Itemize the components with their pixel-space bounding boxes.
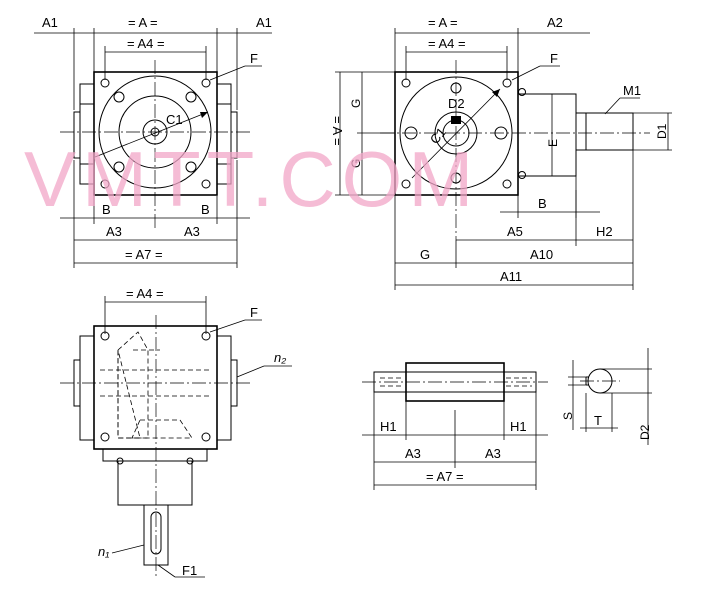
bottom-view-labels: = A4 = F n₂ n₁ F1 xyxy=(98,286,286,578)
label-a11: A11 xyxy=(500,269,522,284)
label-h1-left: H1 xyxy=(380,419,397,434)
label-a-vertical: = A = xyxy=(330,116,345,146)
front-view-dimensions xyxy=(34,28,272,268)
label-h2: H2 xyxy=(596,224,613,239)
label-b-side: B xyxy=(538,196,547,211)
label-a3-shaft-right: A3 xyxy=(485,446,501,461)
label-a3-right: A3 xyxy=(184,224,200,239)
watermark: VMTT.COM xyxy=(24,135,479,223)
front-view-labels: A1 = A = A1 = A4 = F C1 B B A3 A3 = A7 = xyxy=(42,15,272,262)
label-g-top: G xyxy=(349,99,363,108)
bottom-view xyxy=(60,296,292,578)
label-n2: n₂ xyxy=(274,350,286,365)
label-t: T xyxy=(594,413,602,428)
label-m1: M1 xyxy=(623,83,641,98)
label-s: S xyxy=(561,412,575,420)
label-a1-left: A1 xyxy=(42,15,58,30)
label-b-left: B xyxy=(102,202,111,217)
label-f-side: F xyxy=(550,51,558,66)
label-a7-shaft: = A7 = xyxy=(426,469,464,484)
label-g-horizontal: G xyxy=(420,247,430,262)
side-view-dimensions xyxy=(335,28,672,290)
label-d1: D1 xyxy=(655,123,669,139)
label-b-right: B xyxy=(201,202,210,217)
side-view-labels: = A = A2 = A4 = F M1 D2 C1 = A = G G E D… xyxy=(330,15,669,284)
label-a7: = A7 = xyxy=(125,247,163,262)
label-a4-bottom: = A4 = xyxy=(126,286,164,301)
label-f-bottom: F xyxy=(250,305,258,320)
label-d2-shaft: D2 xyxy=(638,424,652,440)
label-a10: A10 xyxy=(530,247,553,262)
front-view xyxy=(60,60,262,230)
label-a: = A = xyxy=(128,15,158,30)
label-a3-left: A3 xyxy=(106,224,122,239)
label-a4: = A4 = xyxy=(127,36,165,51)
side-view xyxy=(380,60,650,240)
shaft-detail-labels: H1 H1 A3 A3 = A7 = S T D2 xyxy=(380,412,652,484)
label-a1-right: A1 xyxy=(256,15,272,30)
label-e: E xyxy=(546,139,560,147)
label-f1: F1 xyxy=(182,563,197,578)
label-a4-side: = A4 = xyxy=(428,36,466,51)
label-f: F xyxy=(250,51,258,66)
label-d2-side: D2 xyxy=(448,96,465,111)
label-a3-shaft-left: A3 xyxy=(405,446,421,461)
label-n1: n₁ xyxy=(98,544,109,559)
label-h1-right: H1 xyxy=(510,419,527,434)
label-g-bottom: G xyxy=(349,159,363,168)
label-a2: A2 xyxy=(547,15,563,30)
label-c1: C1 xyxy=(166,112,183,127)
label-a5: A5 xyxy=(507,224,523,239)
label-a-side: = A = xyxy=(428,15,458,30)
shaft-detail xyxy=(362,348,652,490)
